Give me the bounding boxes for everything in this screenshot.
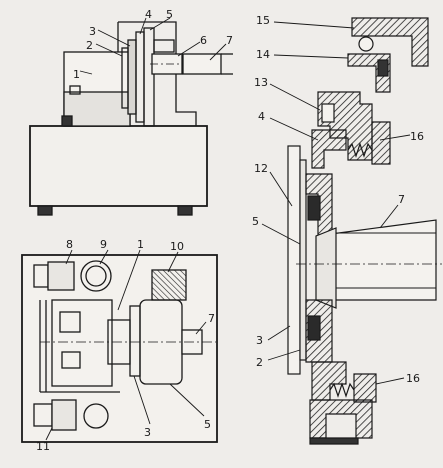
- label-7r: 7: [398, 193, 405, 206]
- label-16-top: 16: [410, 130, 424, 143]
- base-foot-left: [37, 205, 53, 216]
- headstock-lower: [63, 91, 131, 127]
- label-7: 7: [226, 34, 233, 47]
- label-5r: 5: [252, 215, 259, 228]
- label-8: 8: [66, 238, 73, 251]
- side-elevation-view: [29, 21, 233, 216]
- label-15: 15: [256, 14, 270, 27]
- label-12: 12: [254, 162, 268, 175]
- leaders-right: [261, 21, 411, 385]
- upper-insert: [307, 195, 321, 221]
- carriage-block-low: [61, 351, 81, 369]
- bottom-base: [309, 399, 373, 439]
- label-6: 6: [200, 34, 207, 47]
- carriage-1: [51, 299, 113, 387]
- label-1b: 1: [137, 238, 144, 251]
- label-4r: 4: [258, 110, 265, 123]
- motor-11: [51, 399, 77, 431]
- lower-ring: [311, 361, 347, 401]
- section-view: [287, 17, 442, 445]
- label-7b: 7: [208, 312, 215, 325]
- disc-4: [135, 31, 145, 123]
- faceplate-3: [127, 39, 137, 115]
- workpiece-7: [182, 53, 222, 75]
- label-14: 14: [256, 48, 270, 61]
- label-2: 2: [86, 39, 93, 52]
- housing-16-bottom: [353, 373, 377, 403]
- spring-16-top: [347, 142, 373, 158]
- part-4: [311, 129, 347, 169]
- labels-bottom-left: 8 9 1 10 7 11 3 5: [36, 238, 215, 453]
- label-2r: 2: [256, 356, 263, 369]
- leaders-bottom-left: [45, 249, 207, 441]
- motor-8: [47, 261, 75, 291]
- labels-top-left: 1 2 3 4 5 6 7: [73, 8, 233, 81]
- block-10: [151, 269, 187, 301]
- label-3: 3: [89, 25, 96, 38]
- machine-base: [29, 125, 208, 207]
- carriage-block: [59, 311, 81, 333]
- disk-5: [299, 159, 307, 361]
- disc-5: [143, 27, 155, 127]
- pulley-9: [80, 260, 112, 292]
- chuck-2: [121, 47, 129, 109]
- housing-16-top: [371, 121, 391, 165]
- label-4: 4: [145, 8, 152, 21]
- part-14-insert: [377, 59, 389, 77]
- plan-view: [21, 254, 218, 443]
- label-3r: 3: [256, 334, 263, 347]
- frame-upper: [118, 21, 197, 126]
- headstock-knob: [69, 85, 81, 95]
- labels-right: 15 14 13 4 16 12 5 7 3 2 16: [252, 14, 424, 385]
- label-10: 10: [170, 240, 184, 253]
- plate-15: [351, 17, 429, 67]
- tube-7: [315, 219, 437, 301]
- label-5: 5: [166, 8, 173, 21]
- label-9: 9: [100, 238, 107, 251]
- ball-bearing: [358, 36, 374, 52]
- plate-12: [287, 145, 301, 375]
- label-1: 1: [73, 68, 80, 81]
- base-foot-right: [177, 205, 193, 216]
- label-3b: 3: [144, 426, 151, 439]
- mount-block: [61, 115, 73, 127]
- pulley-11: [83, 403, 109, 429]
- label-13: 13: [254, 76, 268, 89]
- label-16-bottom: 16: [406, 372, 420, 385]
- label-11: 11: [36, 440, 50, 453]
- label-5b: 5: [204, 418, 211, 431]
- clamp-6: [153, 39, 175, 53]
- lower-insert: [307, 315, 321, 341]
- spring-16-bottom: [329, 382, 355, 398]
- leaders-top-left: [79, 17, 227, 75]
- part-13-slot: [321, 103, 335, 123]
